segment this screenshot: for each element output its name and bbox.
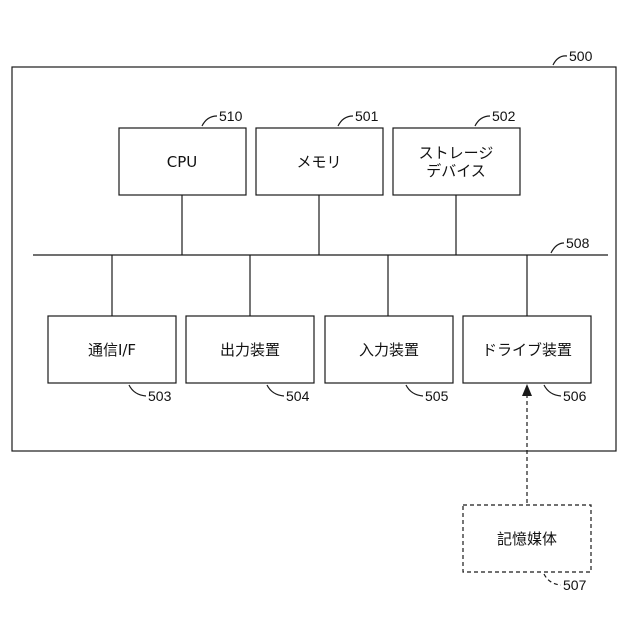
storage-ref: 502: [492, 108, 516, 124]
comm-if-ref: 503: [148, 388, 172, 404]
storage-label-line2: デバイス: [426, 162, 486, 180]
storage-medium-label: 記憶媒体: [497, 530, 557, 548]
computer-ref: 500: [569, 48, 593, 64]
memory-ref: 501: [355, 108, 379, 124]
comm-if-label: 通信I/F: [88, 341, 136, 359]
storage-medium-ref-leader: [544, 574, 561, 585]
output-label: 出力装置: [220, 341, 280, 359]
cpu-ref: 510: [219, 108, 243, 124]
cpu-label: CPU: [167, 153, 198, 171]
input-label: 入力装置: [359, 341, 419, 359]
computer-ref-leader: [553, 56, 567, 65]
bus-ref: 508: [566, 235, 590, 251]
drive-ref: 506: [563, 388, 587, 404]
drive-label: ドライブ装置: [482, 341, 572, 359]
memory-label: メモリ: [296, 153, 341, 171]
storage-label-line1: ストレージ: [419, 144, 494, 162]
output-ref: 504: [286, 388, 310, 404]
storage-medium-ref: 507: [563, 577, 587, 593]
input-ref: 505: [425, 388, 449, 404]
